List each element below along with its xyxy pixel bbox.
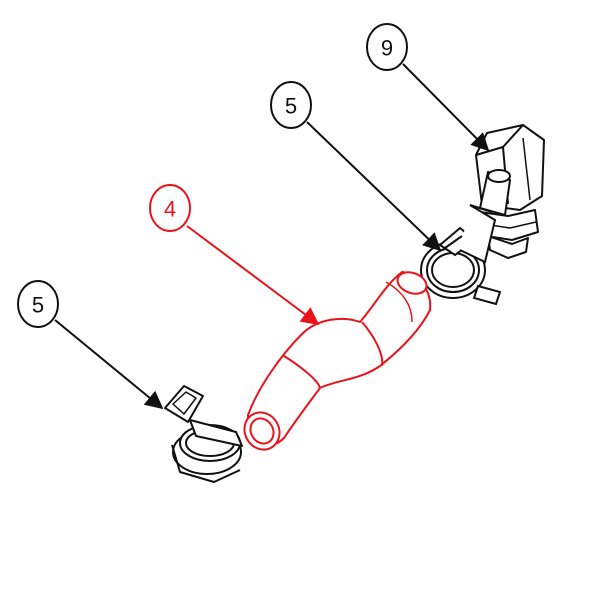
callout-5-left: 5 (17, 280, 59, 328)
callout-4: 4 (149, 184, 191, 232)
callout-5-top: 5 (270, 81, 312, 129)
s-hose (243, 271, 432, 451)
hose-clamp-left (164, 385, 243, 483)
hose-clamp-top (420, 204, 502, 306)
callout-4-label: 4 (164, 197, 176, 222)
union-fitting (469, 124, 545, 259)
callout-5-left-label: 5 (32, 293, 44, 318)
callout-5-top-label: 5 (285, 94, 297, 119)
leader-line-4 (186, 225, 320, 326)
callout-9-label: 9 (381, 36, 393, 61)
leader-line-9 (402, 63, 490, 152)
leader-line-5-top (306, 121, 442, 252)
leader-line-5-left (54, 319, 164, 410)
callout-9: 9 (366, 23, 408, 71)
